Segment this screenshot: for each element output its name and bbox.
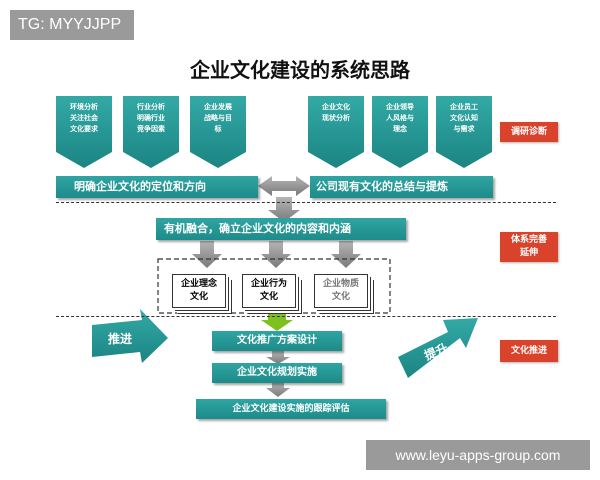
top-right-box-2-text: 企业领导人风格与理念 xyxy=(386,103,414,133)
card-concept-line-2: 文化 xyxy=(189,292,208,302)
step-tracking-evaluation: 企业文化建设实施的跟踪评估 xyxy=(196,399,386,419)
top-left-box-1-text: 环境分析关注社会文化要求 xyxy=(70,103,98,133)
top-left-box-1-shape xyxy=(56,96,112,168)
green-down-arrow-icon xyxy=(261,312,293,331)
side-label-system: 体系完善延伸 xyxy=(500,232,558,262)
top-right-box-3-text: 企业员工文化认知与需求 xyxy=(450,103,478,133)
bar-integration: 有机融合，确立企业文化的内容和内涵 xyxy=(156,218,406,240)
top-left-box-3-shape xyxy=(190,96,246,168)
card-material-line-1: 企业物质 xyxy=(322,279,359,289)
top-right-box-2-shape xyxy=(372,96,428,168)
card-arrow-2-icon xyxy=(261,241,291,268)
card-material-line-2: 文化 xyxy=(331,292,350,302)
card-arrow-3-icon xyxy=(331,241,361,268)
top-left-box-2-shape xyxy=(123,96,179,168)
push-arrow-label: 推进 xyxy=(108,332,133,346)
push-arrow-shape xyxy=(92,309,168,363)
top-right-box-1-shape xyxy=(308,96,364,168)
watermark-tag: TG: MYYJJPP xyxy=(10,10,134,40)
card-arrow-1-icon xyxy=(192,241,222,268)
down-arrow-icon xyxy=(268,197,300,222)
card-behavior-line-2: 文化 xyxy=(259,292,278,302)
card-behavior-culture: 企业行为 文化 xyxy=(242,274,296,308)
side-label-promotion: 文化推进 xyxy=(500,340,558,362)
top-right-box-1-text: 企业文化现状分析 xyxy=(322,103,350,122)
step-plan-implementation: 企业文化规划实施 xyxy=(212,363,342,383)
top-right-box-3-shape xyxy=(436,96,492,168)
bar-positioning: 明确企业文化的定位和方向 xyxy=(56,176,258,198)
card-concept-culture: 企业理念 文化 xyxy=(172,274,226,308)
step-promotion-design: 文化推广方案设计 xyxy=(212,331,342,351)
step-arrow-1-icon xyxy=(266,351,290,364)
separator-line-2 xyxy=(56,316,556,317)
side-label-research: 调研诊断 xyxy=(500,122,558,142)
separator-line-1 xyxy=(56,202,556,203)
card-concept-line-1: 企业理念 xyxy=(180,279,217,289)
lift-arrow-shape xyxy=(398,318,478,378)
step-arrow-2-icon xyxy=(266,382,290,397)
double-arrow-icon xyxy=(258,176,310,196)
website-watermark: www.leyu-apps-group.com xyxy=(366,440,590,470)
top-left-box-3-text: 企业发展战略与目标 xyxy=(204,103,232,133)
top-left-box-2-text: 行业分析明确行业竞争因素 xyxy=(137,103,165,133)
bar-summary: 公司现有文化的总结与提炼 xyxy=(310,176,493,198)
diagram-title: 企业文化建设的系统思路 xyxy=(190,58,410,82)
card-behavior-line-1: 企业行为 xyxy=(250,279,287,289)
card-material-culture: 企业物质 文化 xyxy=(314,274,368,308)
